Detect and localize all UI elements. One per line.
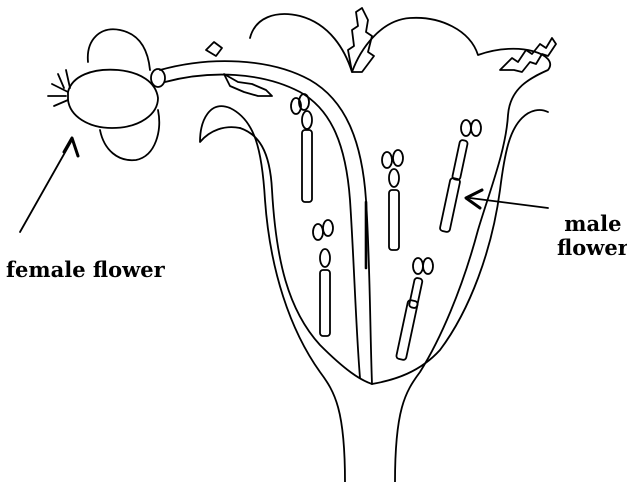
stamen [382, 150, 403, 250]
stamen [313, 220, 333, 336]
stamen [396, 258, 433, 360]
male-flower-label: male flower [557, 212, 627, 260]
female-petal-top [88, 29, 150, 70]
female-pointer-line [20, 140, 72, 232]
female-stalk-outer [160, 61, 372, 384]
female-stigma [48, 70, 70, 106]
spiky-tip-center [348, 8, 374, 72]
female-petal-bottom [100, 110, 159, 160]
female-flower-label: female flower [6, 258, 165, 282]
male-label-line1: male [557, 212, 627, 236]
stamen [439, 120, 481, 232]
spiky-tip-right [500, 38, 556, 72]
small-bract [224, 74, 272, 96]
stamen-group [291, 94, 481, 360]
inner-left-wall [240, 128, 372, 384]
stamen [291, 94, 312, 202]
male-label-line2: flower [557, 236, 627, 260]
female-ovary [68, 70, 158, 128]
male-pointer-line [470, 198, 548, 208]
bud-tip [206, 42, 222, 56]
stalk-node [151, 69, 165, 87]
